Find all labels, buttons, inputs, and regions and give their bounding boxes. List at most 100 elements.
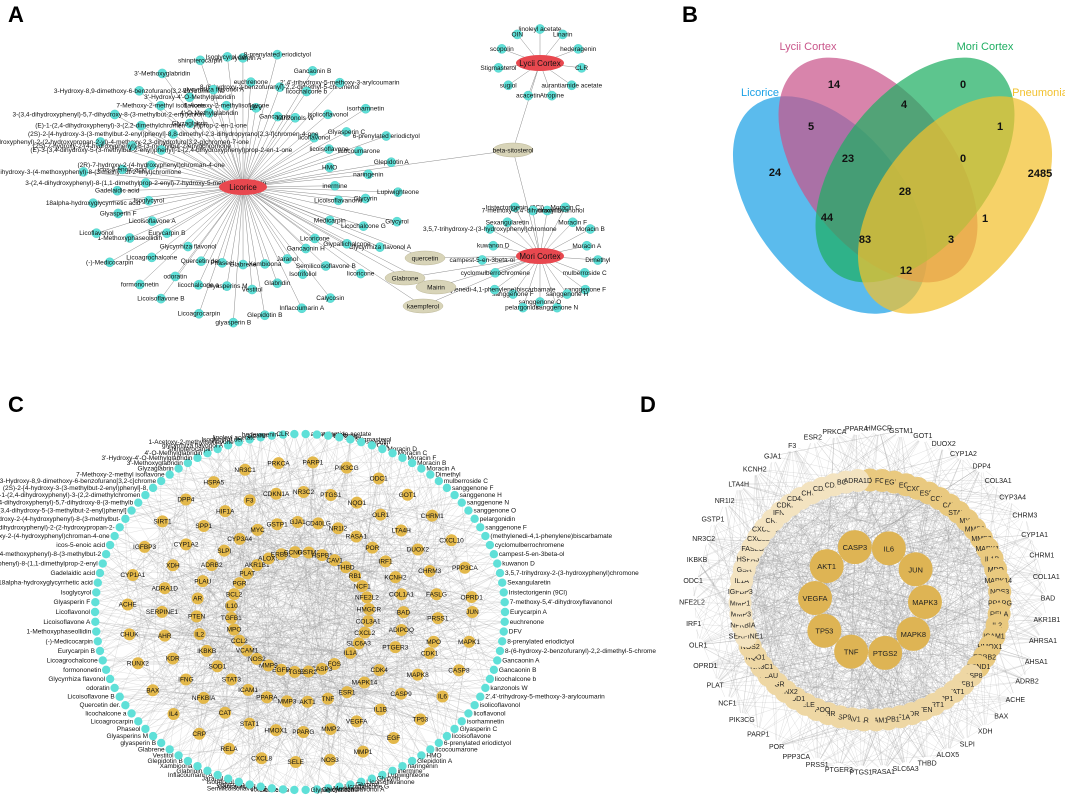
edge-compound-target — [249, 437, 340, 501]
edge-compound-target — [153, 463, 279, 489]
mori-compound-label: mulberroside C — [563, 270, 607, 277]
network-compound-label: Eurycarpin A — [510, 609, 548, 616]
edge-compound-target — [162, 448, 383, 522]
licorice-compound-node — [238, 259, 248, 270]
network-compound-node — [481, 531, 490, 541]
edge-target-target — [321, 467, 347, 556]
network-compound-label: isorhamnetin — [467, 718, 505, 725]
licorice-compound-label: kanzonols W — [277, 115, 315, 122]
network-compound-node — [499, 627, 508, 636]
licorice-compound-label: Glycyrol — [385, 219, 409, 226]
network-compound-label: Licoflavonol — [56, 609, 91, 616]
ppi-outer-label: PLAT — [707, 682, 725, 689]
network-compound-node — [500, 607, 510, 617]
edge-compound-target — [337, 494, 455, 529]
network-target-label: RELA — [221, 746, 239, 753]
edge-target-target — [137, 499, 186, 664]
network-target-label: NQO1 — [348, 500, 367, 507]
edge-compound-target — [106, 669, 308, 702]
licorice-compound-node — [272, 278, 283, 288]
shared-compound-label: Mairin — [427, 285, 445, 292]
network-target-label: STAT1 — [240, 721, 260, 728]
network-compound-node — [105, 674, 115, 684]
licorice-compound-label: Calycosin — [316, 295, 345, 302]
edge-compound-target — [173, 445, 372, 715]
licorice-compound-node — [386, 157, 397, 168]
edge-licorice-compound — [173, 133, 244, 188]
edge-compound-target — [125, 605, 232, 706]
edge-mori-shared — [404, 255, 541, 279]
network-compound-label: licocoumarone — [435, 746, 478, 753]
network-compound-label: 3-Hydroxy-8,9-dimethoxy-6-benzofurano[3,… — [0, 478, 157, 485]
network-target-label: F3 — [246, 497, 254, 504]
network-compound-node — [450, 490, 459, 500]
edge-licorice-compound — [233, 186, 244, 323]
edge-target-target — [161, 611, 240, 641]
mori-compound-label: sanggenone O — [519, 299, 562, 306]
edge-compound-target — [138, 530, 402, 722]
licorice-compound-node — [307, 66, 318, 76]
licorice-compound-label: Licoagrocarpin — [178, 311, 221, 318]
edge-target-target — [137, 663, 296, 763]
edge-compound-target — [129, 457, 403, 635]
edge-compound-target — [99, 650, 364, 752]
licorice-compound-node — [246, 77, 256, 87]
edge-compound-target — [395, 577, 439, 743]
venn-count-licorice-only: 24 — [769, 167, 782, 179]
edge-compound-target — [109, 529, 258, 680]
network-compound-node — [495, 646, 505, 656]
network-target-label: PLAU — [194, 578, 211, 585]
licorice-compound-label: Licoisoflavanone — [314, 197, 363, 204]
edge-target-target — [129, 634, 470, 642]
licorice-compound-label: licochalcone b — [286, 88, 328, 95]
herb-hub-node — [516, 55, 564, 71]
ppi-outer-label: ESR2 — [804, 435, 822, 442]
lycii-compound-node — [576, 63, 587, 73]
licorice-compound-label: 3-Hydroxy-8,9-dimethoxy-6-benzofurano[3,… — [54, 88, 225, 95]
edge-licorice-compound — [242, 186, 364, 227]
edge-compound-target — [421, 468, 452, 541]
edge-target-target — [303, 731, 331, 760]
edge-target-target — [224, 502, 357, 713]
edge-target-target — [164, 521, 298, 589]
edge-compound-target — [393, 641, 503, 739]
edge-licorice-compound — [242, 114, 329, 188]
edge-target-target — [132, 574, 308, 702]
network-compound-node — [183, 756, 193, 766]
edge-target-target — [231, 679, 443, 697]
edge-target-target — [203, 525, 381, 710]
edge-target-target — [249, 552, 309, 724]
ppi-outer-label: ACHE — [1006, 697, 1026, 704]
network-compound-label: sanggenone F — [485, 524, 527, 531]
edge-licorice-compound — [198, 186, 244, 314]
ppi-outer-label: ALOX5 — [937, 752, 960, 759]
edge-target-target — [164, 588, 267, 698]
licorice-compound-label: HMO — [322, 164, 337, 171]
network-target-label: THBD — [337, 564, 355, 571]
licorice-compound-label: Glyzaglabrin — [172, 120, 209, 127]
network-target-label: FASLG — [426, 591, 447, 598]
edge-licorice-compound — [226, 186, 244, 287]
edge-licorice-compound — [242, 186, 304, 275]
network-compound-node — [98, 656, 107, 665]
licorice-compound-node — [196, 256, 206, 267]
licorice-compound-label: formononetin — [121, 281, 159, 288]
edge-target-target — [247, 573, 304, 733]
network-target-label: NR3C2 — [293, 489, 315, 496]
network-target-label: KDR — [166, 656, 180, 663]
mori-compound-node — [508, 289, 518, 299]
network-compound-label: 3,5,7-trihydroxy-2-(3-hydroxyphenyl)chro… — [505, 570, 639, 577]
edge-compound-target — [96, 631, 173, 659]
edge-compound-target — [187, 462, 296, 763]
edge-compound-target — [305, 586, 363, 790]
licorice-compound-node — [381, 131, 392, 141]
edge-mori-compound — [522, 255, 541, 308]
edge-target-target — [217, 467, 347, 667]
edge-licorice-compound — [200, 60, 244, 188]
network-compound-node — [457, 498, 466, 507]
network-target-label: CYP1A2 — [174, 542, 199, 549]
ppi-outer-label: CHRM3 — [1012, 513, 1037, 520]
edge-compound-target — [401, 527, 481, 595]
edge-target-target — [185, 499, 258, 566]
edge-target-target — [199, 596, 472, 635]
